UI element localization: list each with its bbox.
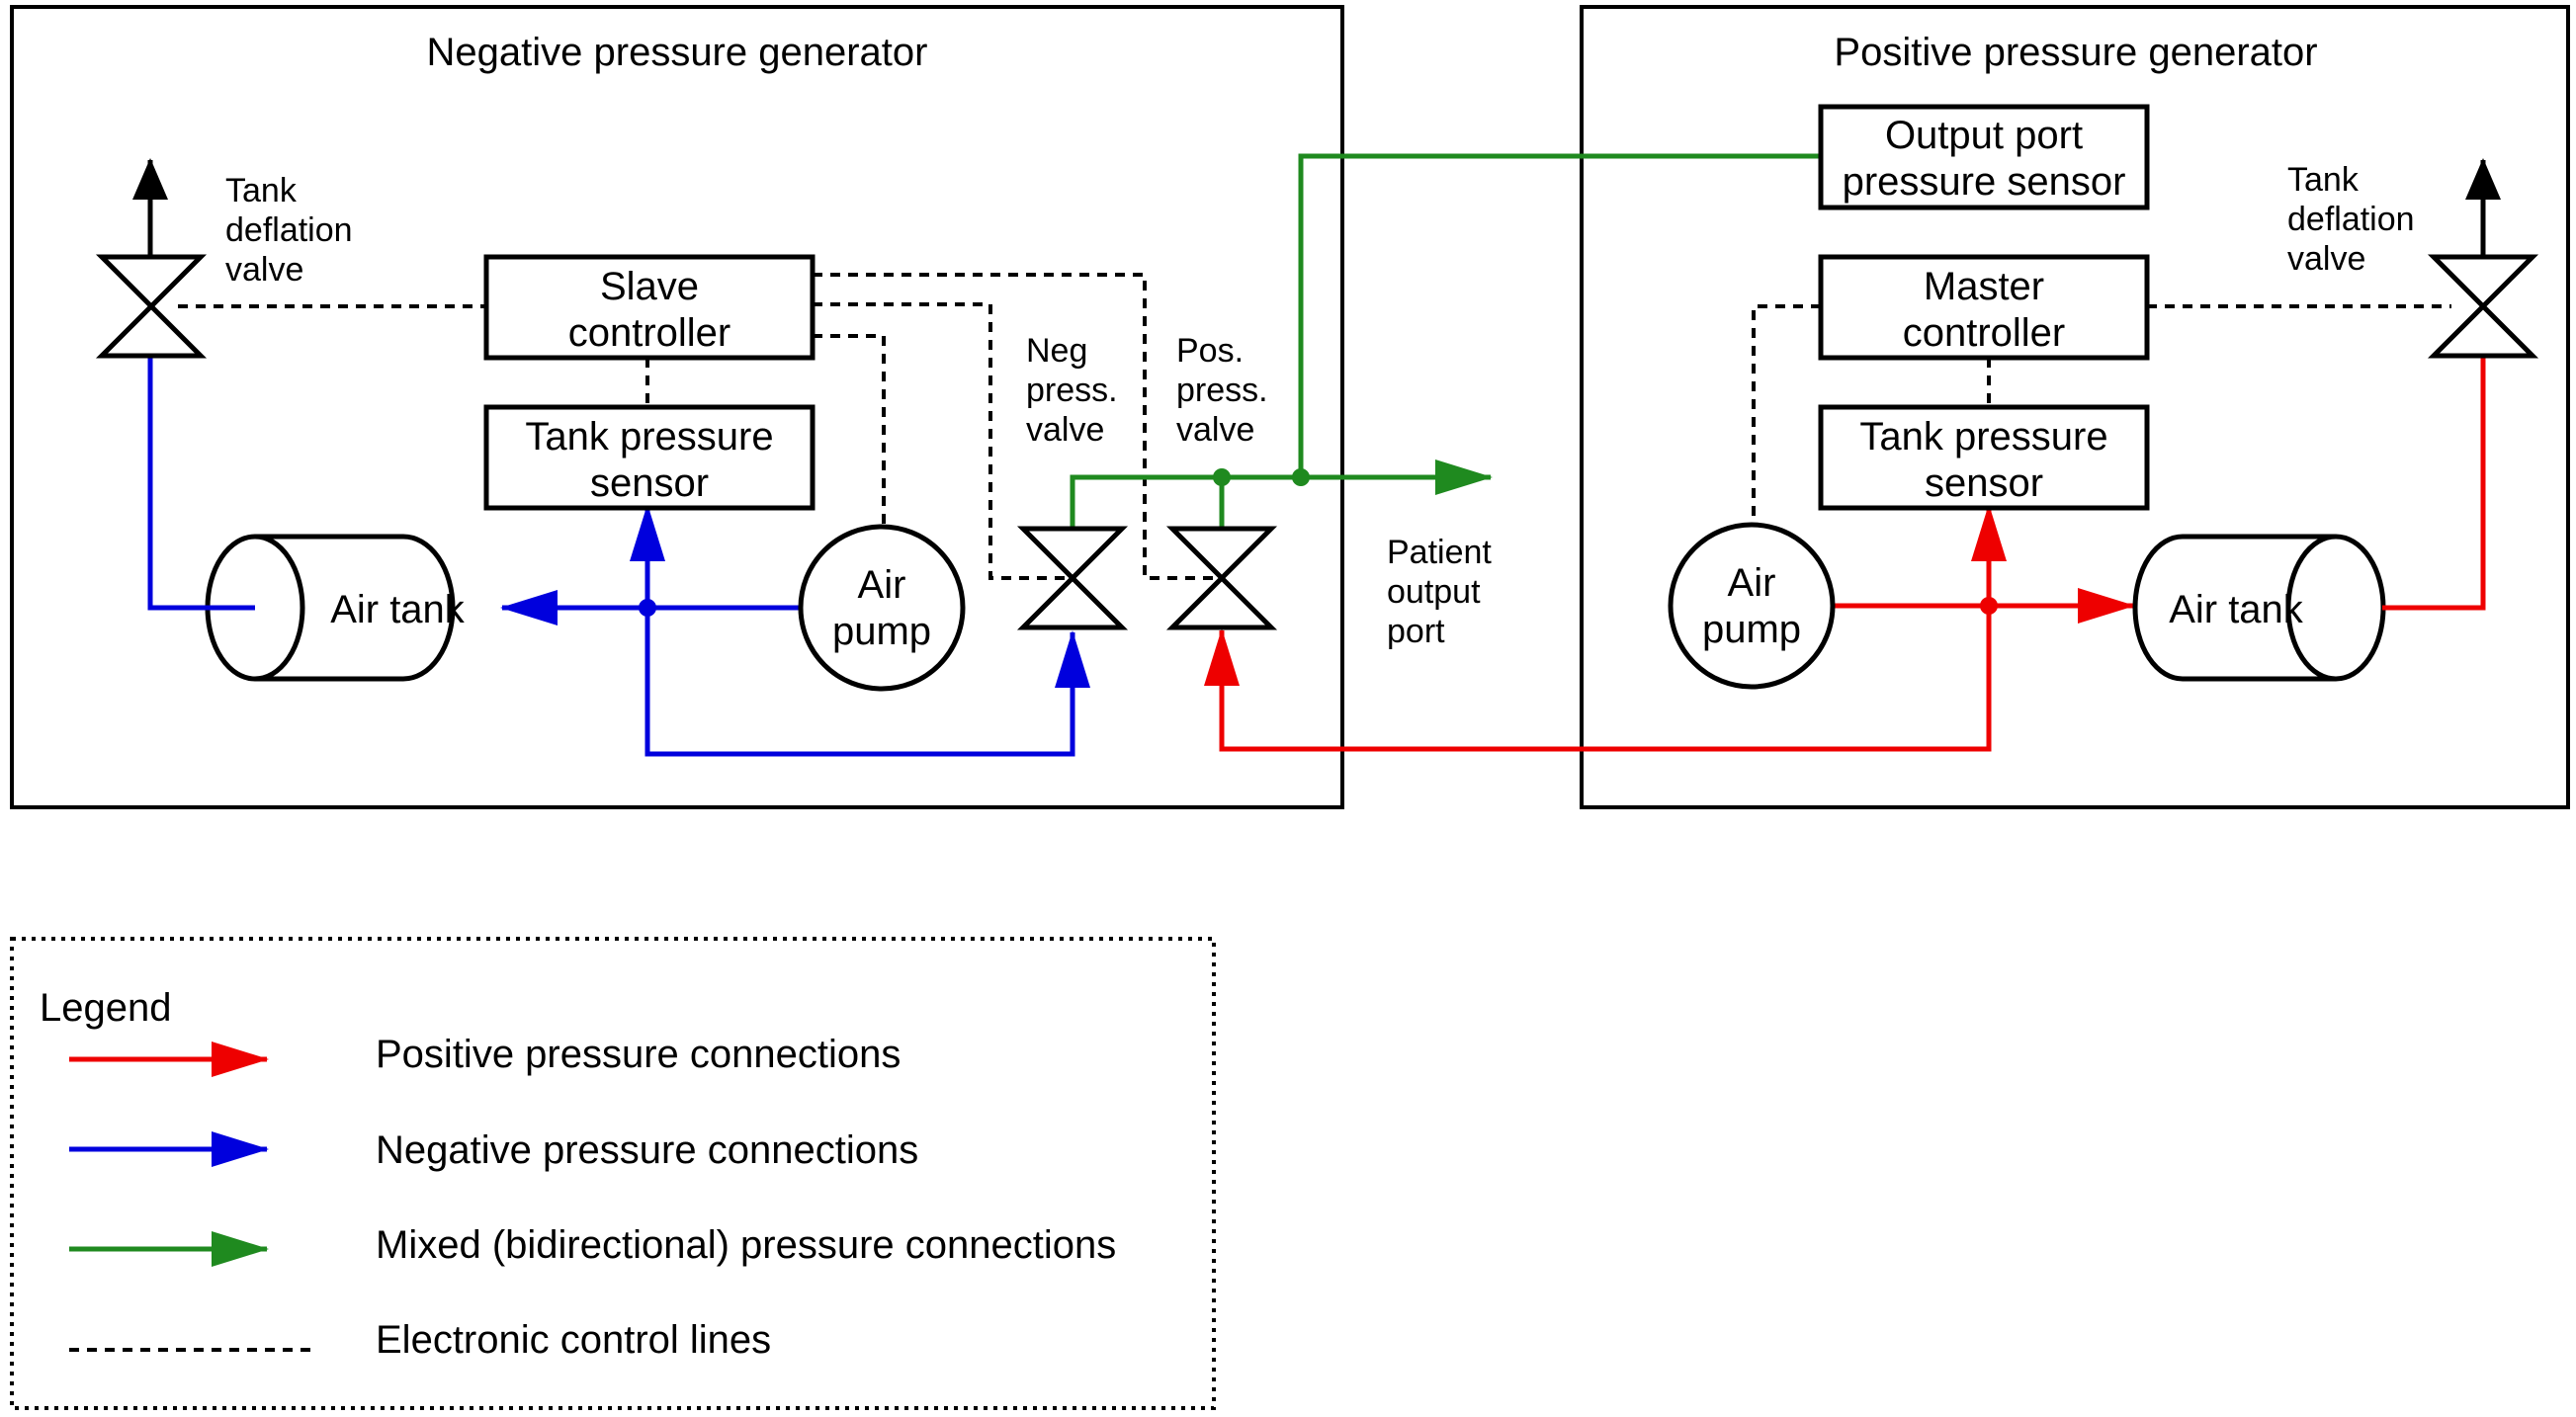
svg-text:Slave: Slave: [600, 265, 699, 308]
svg-text:sensor: sensor: [1925, 461, 2043, 505]
svg-text:Air: Air: [858, 563, 906, 607]
svg-text:Tank pressure: Tank pressure: [1859, 415, 2107, 458]
patient-output-port-label: Patient output port: [1387, 534, 1501, 650]
negative-tank-deflation-valve-label: Tank deflation valve: [225, 172, 362, 289]
legend-control-label: Electronic control lines: [376, 1318, 771, 1362]
svg-text:Air tank: Air tank: [330, 588, 466, 631]
svg-text:controller: controller: [1903, 311, 2066, 355]
svg-text:controller: controller: [568, 311, 731, 355]
svg-text:pump: pump: [1702, 608, 1801, 651]
legend-frame: [10, 937, 1216, 1410]
positive-tank-deflation-valve-label: Tank deflation valve: [2287, 161, 2424, 278]
legend-mixed-label: Mixed (bidirectional) pressure connectio…: [376, 1223, 1116, 1267]
legend-positive-label: Positive pressure connections: [376, 1033, 901, 1076]
negative-air-pump: Air pump: [798, 524, 966, 692]
svg-text:Air tank: Air tank: [2169, 588, 2304, 631]
master-controller: Master controller: [1818, 254, 2150, 361]
positive-generator-title: Positive pressure generator: [1834, 31, 2317, 74]
svg-text:Output port: Output port: [1885, 114, 2083, 157]
positive-pressure-valve-label: Pos. press. valve: [1176, 332, 1277, 449]
svg-text:Master: Master: [1924, 265, 2044, 308]
output-port-pressure-sensor: Output port pressure sensor: [1818, 104, 2150, 210]
legend-negative-label: Negative pressure connections: [376, 1128, 918, 1172]
slave-controller: Slave controller: [483, 254, 816, 361]
negative-tank-pressure-sensor: Tank pressure sensor: [483, 404, 816, 511]
negative-air-tank: Air tank: [150, 534, 466, 682]
control-lines: [178, 273, 2451, 580]
mixed-pressure-lines: [1070, 153, 1821, 529]
positive-tank-deflation-valve: [2427, 254, 2539, 359]
negative-generator-frame: [10, 5, 1344, 809]
svg-text:pressure sensor: pressure sensor: [1843, 160, 2126, 204]
svg-text:pump: pump: [832, 610, 931, 653]
svg-text:Tank pressure: Tank pressure: [525, 415, 773, 458]
svg-text:Air: Air: [1728, 561, 1776, 605]
legend-title: Legend: [40, 986, 171, 1030]
negative-pressure-lines: [147, 356, 1090, 757]
positive-generator-frame: [1580, 5, 2570, 809]
negative-pressure-valve-label: Neg press. valve: [1026, 332, 1127, 449]
positive-pressure-valve: [1165, 526, 1278, 630]
svg-text:sensor: sensor: [590, 461, 709, 505]
positive-air-tank: Air tank: [2132, 534, 2483, 682]
positive-tank-pressure-sensor: Tank pressure sensor: [1818, 404, 2150, 511]
negative-generator-title: Negative pressure generator: [427, 31, 928, 74]
negative-pressure-valve: [1016, 526, 1129, 630]
negative-tank-deflation-valve: [95, 254, 208, 359]
positive-air-pump: Air pump: [1668, 522, 1836, 690]
legend: Legend Positive pressure connections Neg…: [40, 986, 1116, 1362]
